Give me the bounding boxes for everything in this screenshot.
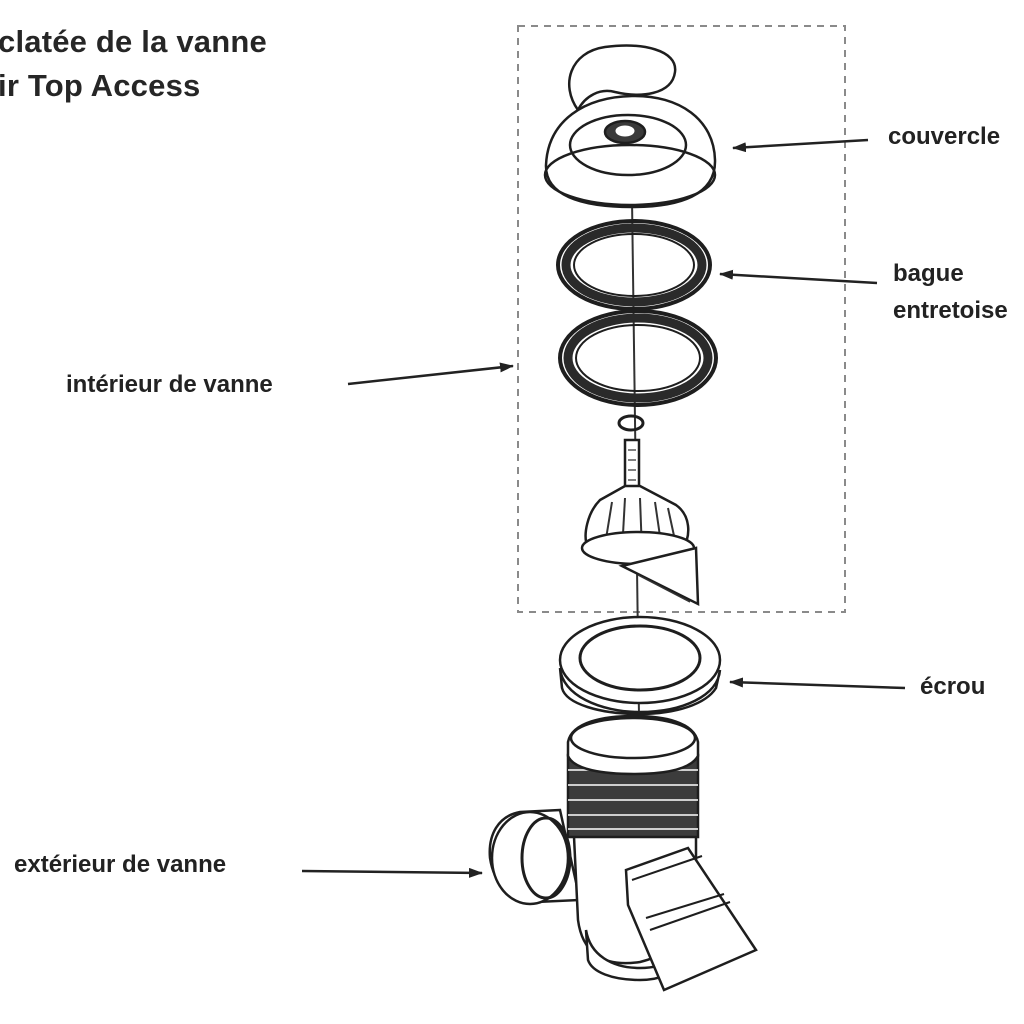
interior-ring-part [558,309,718,407]
arrow-exterieur [301,867,483,878]
plunger-flap [618,546,700,607]
cover-inner-ring [568,113,688,177]
interior-ring-thick [563,313,713,403]
spacer-ring-outer [556,219,712,311]
interior-ring-inner [575,324,701,392]
nut-inner [578,624,702,692]
cover-rim [543,143,717,207]
label-exterieur-de-vanne: extérieur de vanne [14,851,227,878]
diagram-title-line-1: clatée de la vanne [0,24,267,59]
valve-plunger-part [580,438,700,607]
cover-part [543,44,717,209]
diagram-title-line-2: ir Top Access [0,68,201,103]
body-outlet-pipe [624,846,758,992]
plunger-stem [623,438,641,490]
interior-ring-outer [558,309,718,407]
nut-part [558,615,722,716]
arrow-ecrou [729,677,906,690]
label-interieur-de-vanne: intérieur de vanne [66,371,273,398]
spacer-ring-thick [561,223,707,307]
body-top-opening [569,716,697,760]
arrow-bague-entretoise [719,269,878,285]
small-o-ring [617,414,645,432]
label-couvercle: couvercle [888,123,1001,150]
label-bague-line-2: entretoise [893,297,1008,324]
nut-skirt [558,667,722,716]
arrow-interieur [347,362,514,386]
cover-center-hole [615,125,635,137]
valve-body-part [488,714,758,992]
cover-handle [568,44,677,113]
spacer-ring-inner [573,233,695,297]
label-bague-line-1: bague [893,260,964,287]
spacer-ring-part [556,219,712,311]
label-ecrou: écrou [920,673,986,700]
body-side-inlet-face [490,810,570,906]
arrow-couvercle [732,138,869,153]
